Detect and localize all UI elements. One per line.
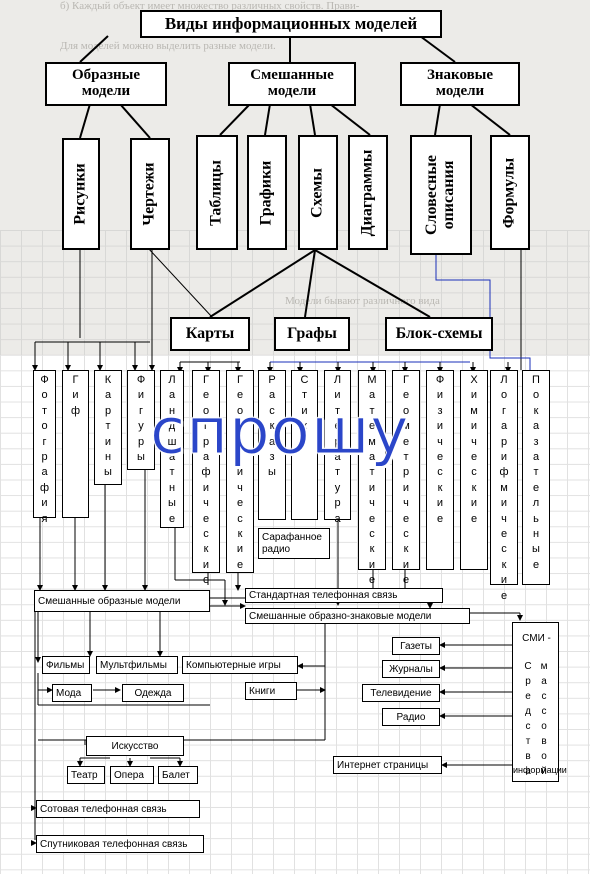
box-label: Компьютерные игры <box>186 659 281 671</box>
subtype-label: Графы <box>287 324 337 342</box>
watermark: спрошу <box>149 395 410 470</box>
opera-box: Опера <box>110 766 154 784</box>
subtype-box-graphs: Графы <box>274 317 350 351</box>
television-box: Телевидение <box>362 684 440 702</box>
subtype-label: Блок-схемы <box>395 324 483 342</box>
box-label: Балет <box>162 769 190 781</box>
box-label: Мультфильмы <box>100 659 167 671</box>
subtype-box-flowcharts: Блок-схемы <box>385 317 493 351</box>
type-label: Рисунки <box>71 163 89 225</box>
box-label: Журналы <box>389 663 433 675</box>
subtype-box-maps: Карты <box>170 317 250 351</box>
satellite-box: Спутниковая телефонная связь <box>36 835 204 853</box>
type-box-diagrams: Диаграммы <box>348 135 388 250</box>
group-label: Смешанные модели <box>250 67 334 99</box>
type-box-blueprints: Чертежи <box>130 138 170 250</box>
mass-media-title: СМИ - <box>522 633 551 644</box>
main-title-box: Виды информационных моделей <box>140 10 442 38</box>
box-label: Сотовая телефонная связь <box>40 803 167 815</box>
radio-box: Радио <box>382 708 440 726</box>
type-label: Словесные описания <box>423 155 457 235</box>
clothes-box: Одежда <box>122 684 184 702</box>
ghost-text: Для моделей можно выделить разные модели… <box>60 40 276 52</box>
box-label: Смешанные образные модели <box>38 595 181 607</box>
type-label: Чертежи <box>140 162 158 226</box>
box-label: Радио <box>396 711 426 723</box>
type-label: Схемы <box>308 167 326 218</box>
fashion-box: Мода <box>52 684 92 702</box>
type-box-verbal: Словесные описания <box>410 135 472 255</box>
group-label: Образные модели <box>71 67 141 99</box>
standard-phone-box: Стандартная телефонная связь <box>245 588 443 603</box>
group-box-mixed: Смешанные модели <box>228 62 356 106</box>
cartoons-box: Мультфильмы <box>96 656 178 674</box>
mixed-fig-sign-box: Смешанные образно-знаковые модели <box>245 608 470 624</box>
newspapers-box: Газеты <box>392 637 440 655</box>
box-label: Искусство <box>111 740 159 752</box>
ballet-box: Балет <box>158 766 198 784</box>
cellular-box: Сотовая телефонная связь <box>36 800 200 818</box>
box-label: Спутниковая телефонная связь <box>40 838 188 850</box>
group-label: Знаковые модели <box>426 67 494 99</box>
box-label: Опера <box>114 769 144 781</box>
mixed-figurative-box: Смешанные образные модели <box>34 590 210 612</box>
theatre-box: Театр <box>67 766 105 784</box>
type-box-drawings: Рисунки <box>62 138 100 250</box>
subtype-label: Карты <box>185 324 235 342</box>
word-of-mouth-box: Сарафанное радио <box>258 528 330 559</box>
box-label: Смешанные образно-знаковые модели <box>249 610 432 622</box>
box-label: Стандартная телефонная связь <box>249 590 398 601</box>
box-label: Телевидение <box>370 687 432 699</box>
box-label: Книги <box>249 685 276 697</box>
group-box-sign: Знаковые модели <box>400 62 520 106</box>
films-box: Фильмы <box>42 656 90 674</box>
type-label: Формулы <box>500 157 518 228</box>
main-title: Виды информационных моделей <box>164 14 418 34</box>
type-box-schemes: Схемы <box>298 135 338 250</box>
magazines-box: Журналы <box>382 660 440 678</box>
art-box: Искусство <box>86 736 184 756</box>
group-box-figurative: Образные модели <box>45 62 167 106</box>
type-box-graphs: Графики <box>247 135 287 250</box>
box-label: Фильмы <box>46 659 85 671</box>
mass-media-info: информации <box>513 765 567 775</box>
type-label: Диаграммы <box>358 149 376 236</box>
internet-box: Интернет страницы <box>333 756 442 774</box>
games-box: Компьютерные игры <box>182 656 298 674</box>
box-label: Одежда <box>134 687 172 699</box>
ghost-text: б) Каждый объект имеет множество различн… <box>60 0 360 12</box>
box-label: Газеты <box>400 640 432 652</box>
type-label: Графики <box>257 160 275 225</box>
box-label: Мода <box>56 687 82 699</box>
box-label: Театр <box>71 769 98 781</box>
books-box: Книги <box>245 682 297 700</box>
box-label: Сарафанное радио <box>262 531 322 555</box>
type-box-formulas: Формулы <box>490 135 530 250</box>
type-label: Таблицы <box>207 159 225 226</box>
box-label: Интернет страницы <box>337 759 429 771</box>
type-box-tables: Таблицы <box>196 135 238 250</box>
